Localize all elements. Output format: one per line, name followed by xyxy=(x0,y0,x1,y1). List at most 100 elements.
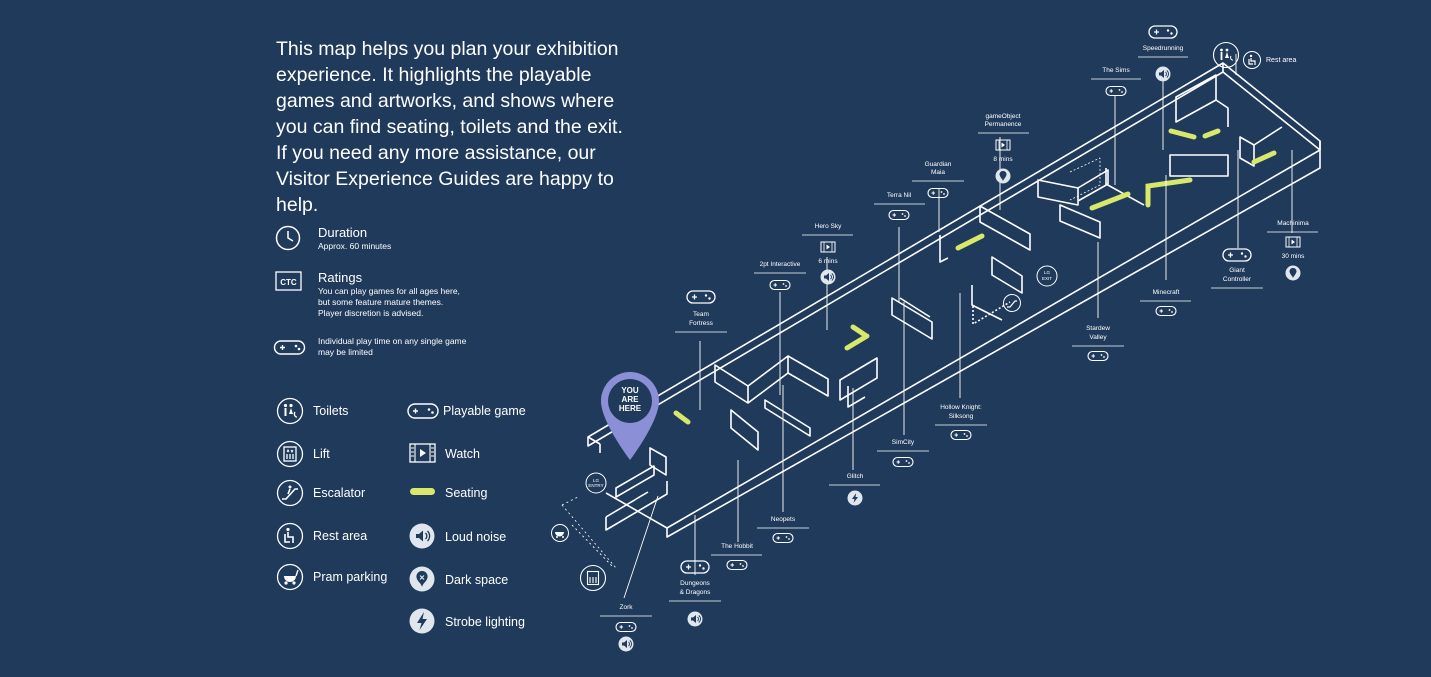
label-machinima: Machinima xyxy=(1277,220,1309,227)
escalator-icon xyxy=(1003,294,1021,312)
legend-seating-label: Seating xyxy=(445,486,488,500)
label-glitch: Glitch xyxy=(847,473,864,480)
strobe-lighting-icon xyxy=(847,490,863,506)
label-terra-nil: Terra Nil xyxy=(887,192,912,199)
ratings-detail: You can play games for all ages here, bu… xyxy=(318,286,460,318)
lg-entry-1: LG xyxy=(593,478,600,483)
legend-dark-space-label: Dark space xyxy=(445,573,509,587)
label-2pt: 2pt Interactive xyxy=(760,261,801,268)
loud-noise-icon xyxy=(409,523,435,549)
loud-noise-icon xyxy=(820,269,836,285)
pram-icon xyxy=(551,524,569,542)
legend-loud-noise-label: Loud noise xyxy=(445,530,507,544)
ctc-badge-text: CTC xyxy=(280,278,297,287)
duration-title: Duration xyxy=(318,225,368,240)
exhibit-dnd: Dungeons & Dragons xyxy=(669,560,721,627)
legend-strobe-lighting-label: Strobe lighting xyxy=(445,615,525,629)
exhibit-simcity: SimCity xyxy=(877,439,929,468)
legend-toilets-label: Toilets xyxy=(313,404,349,418)
legend-lift-label: Lift xyxy=(313,447,330,461)
label-zork: Zork xyxy=(620,604,634,611)
label-speedrunning: Speedrunning xyxy=(1143,45,1184,52)
lift-icon xyxy=(276,440,304,468)
label-team-fortress-1: Team xyxy=(693,311,709,318)
lg-exit-2: EXIT xyxy=(1042,276,1052,281)
label-neopets: Neopets xyxy=(771,516,796,523)
legend-escalator-label: Escalator xyxy=(313,486,366,500)
lg-entry-marker: LG ENTRY xyxy=(585,472,607,494)
duration-detail: Approx. 60 minutes xyxy=(318,241,392,251)
exhibit-zork: Zork xyxy=(600,604,652,652)
label-the-sims: The Sims xyxy=(1102,67,1130,74)
exhibit-gameobject: gameObject Permanence 8 mins xyxy=(978,113,1029,184)
watch-film-icon xyxy=(409,443,436,463)
floor-map: YOU ARE HERE LG ENTRY LG EXIT Rest a xyxy=(551,25,1321,652)
legend-watch-label: Watch xyxy=(445,447,480,461)
label-minecraft: Minecraft xyxy=(1153,289,1180,296)
exhibit-hero-sky: Hero Sky 6 mins xyxy=(802,223,853,285)
pin-text-3: HERE xyxy=(619,404,642,413)
seating-icon xyxy=(410,488,435,495)
exhibit-2pt-interactive: 2pt Interactive xyxy=(754,261,806,291)
label-dnd-1: Dungeons xyxy=(680,580,710,587)
label-dnd-2: & Dragons xyxy=(680,589,711,596)
dark-space-icon xyxy=(995,168,1011,184)
label-giant-controller-2: Controller xyxy=(1223,276,1252,283)
label-guardian-maia-2: Maia xyxy=(931,169,945,176)
watch-film-icon xyxy=(1285,236,1301,248)
dark-space-icon xyxy=(1285,265,1301,281)
exhibit-speedrunning: Speedrunning xyxy=(1138,25,1188,58)
label-gameobject-1: gameObject xyxy=(985,113,1020,120)
label-machinima-mins: 30 mins xyxy=(1282,253,1306,260)
lg-exit-1: LG xyxy=(1044,270,1051,275)
pin-text-2: ARE xyxy=(622,395,640,404)
ctc-rating-icon: CTC xyxy=(275,271,302,291)
exhibit-minecraft: Minecraft xyxy=(1140,289,1191,317)
exhibit-the-sims: The Sims xyxy=(1091,67,1141,97)
dark-space-icon xyxy=(409,566,435,592)
pram-icon xyxy=(276,563,304,591)
legend-rest-area-label: Rest area xyxy=(313,529,368,543)
exhibit-the-hobbit: The Hobbit xyxy=(711,543,762,571)
exhibit-stardew-valley: Stardew Valley xyxy=(1072,325,1124,362)
exhibit-glitch: Glitch xyxy=(829,473,880,506)
label-giant-controller-1: Giant xyxy=(1229,267,1245,274)
label-team-fortress-2: Fortress xyxy=(689,320,714,327)
exhibit-giant-controller: Giant Controller xyxy=(1211,248,1263,289)
exhibit-guardian-maia: Guardian Maia xyxy=(912,161,964,199)
toilets-icon xyxy=(1212,41,1240,69)
exhibit-machinima: Machinima 30 mins xyxy=(1267,220,1318,281)
rest-area-icon xyxy=(276,522,304,550)
toilets-icon xyxy=(276,397,304,425)
rest-area-label: Rest area xyxy=(1266,57,1296,64)
legend-playable-game-label: Playable game xyxy=(443,404,526,418)
label-the-hobbit: The Hobbit xyxy=(721,543,753,550)
label-gameobject-mins: 8 mins xyxy=(993,156,1013,163)
building-outline xyxy=(561,62,1321,569)
watch-film-icon xyxy=(995,139,1011,151)
label-hero-sky-mins: 6 mins xyxy=(818,258,838,265)
loud-noise-icon xyxy=(1155,66,1171,82)
lg-exit-marker: LG EXIT xyxy=(1036,265,1058,287)
exhibit-hollow-knight: Hollow Knight: Silksong xyxy=(935,404,987,441)
label-hollow-knight-1: Hollow Knight: xyxy=(940,404,982,411)
watch-film-icon xyxy=(820,241,836,253)
playtime-detail: Individual play time on any single game … xyxy=(318,336,467,357)
loud-noise-icon xyxy=(618,636,634,652)
strobe-lighting-icon xyxy=(409,608,435,634)
legend-pram-parking-label: Pram parking xyxy=(313,570,388,584)
exhibit-team-fortress: Team Fortress xyxy=(675,290,727,333)
rest-area-icon xyxy=(1243,51,1261,69)
label-hollow-knight-2: Silksong xyxy=(949,413,974,420)
label-simcity: SimCity xyxy=(892,439,915,446)
intro-text: This map helps you plan your exhibition … xyxy=(276,38,623,216)
label-stardew-2: Valley xyxy=(1089,334,1107,341)
label-stardew-1: Stardew xyxy=(1086,325,1110,332)
clock-icon xyxy=(275,225,301,251)
loud-noise-icon xyxy=(687,611,703,627)
lg-entry-2: ENTRY xyxy=(588,483,603,488)
exhibit-terra-nil: Terra Nil xyxy=(874,192,925,221)
ratings-title: Ratings xyxy=(318,270,363,285)
seating-marks xyxy=(673,128,1277,425)
label-hero-sky: Hero Sky xyxy=(815,223,842,230)
